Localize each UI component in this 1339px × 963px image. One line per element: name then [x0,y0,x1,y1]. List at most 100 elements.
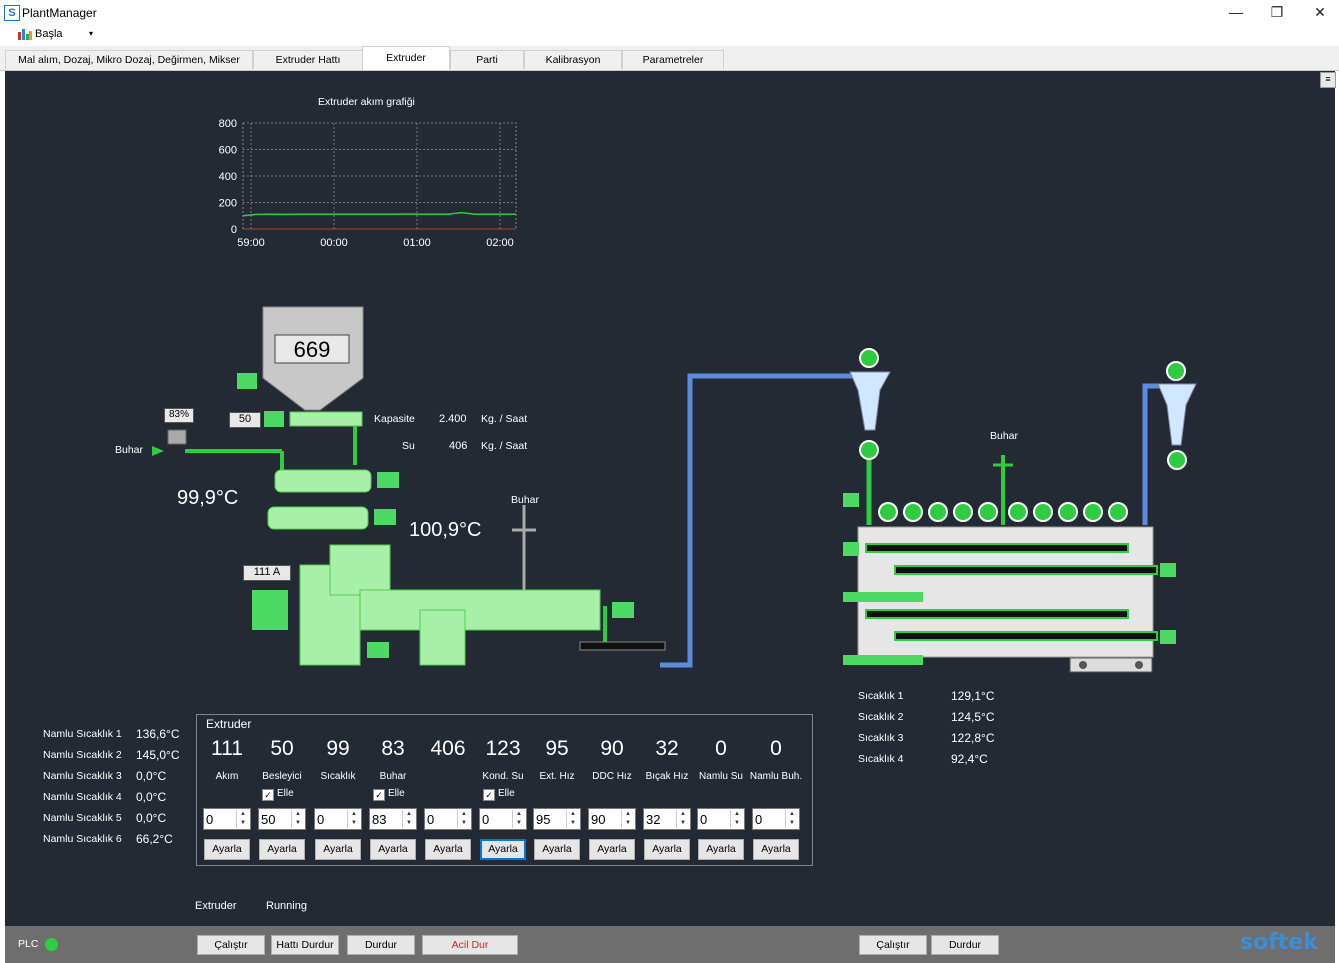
setpoint-stepper[interactable]: 0 ▲▼ [203,808,251,830]
barrel-temp-label: Namlu Sıcaklık 2 [43,749,122,761]
stepper-arrows-icon[interactable]: ▲▼ [512,810,525,828]
setpoint-value: 0 [317,812,325,827]
stop-button[interactable]: Durdur [347,935,415,955]
setpoint-stepper[interactable]: 0▲▼ [424,808,472,830]
tab-calibration[interactable]: Kalibrasyon [524,50,622,69]
barrel-temp-label: Namlu Sıcaklık 3 [43,770,122,782]
dryer-temp-label: Sıcaklık 1 [858,690,904,702]
manual-label: Elle [277,788,294,799]
tab-extruder[interactable]: Extruder [362,46,450,70]
setpoint-stepper[interactable]: 0 ▲▼ [314,808,362,830]
dryer-stop-button[interactable]: Durdur [931,935,999,955]
restore-button[interactable]: ❐ [1270,4,1284,20]
dryer-temp-value: 129,1°C [951,689,995,703]
tab-batch[interactable]: Parti [450,50,524,69]
manual-checkbox[interactable]: ✓ [483,789,495,801]
set-button[interactable]: Ayarla [425,839,471,860]
capacity-unit: Kg. / Saat [481,413,528,425]
stepper-arrows-icon[interactable]: ▲▼ [730,810,743,828]
process-diagram [152,306,1197,673]
manual-label: Elle [388,788,405,799]
close-button[interactable]: ✕ [1314,4,1326,20]
discharge-conveyor-icon [1069,657,1153,673]
setpoint-value: 32 [646,812,661,827]
setpoint-stepper[interactable]: 95 ▲▼ [533,808,581,830]
menu-icon[interactable]: ≡ [1320,72,1336,88]
dryer-temp-label: Sıcaklık 2 [858,711,904,723]
set-button[interactable]: Ayarla [644,839,690,860]
chevron-down-icon[interactable]: ▾ [89,29,94,38]
setpoint-stepper[interactable]: 32 ▲▼ [643,808,691,830]
feeder-icon [289,411,363,427]
stepper-arrows-icon[interactable]: ▲▼ [785,810,798,828]
chart-x-tick-label: 00:00 [320,237,348,249]
hopper-value: 669 [293,337,331,362]
dryer-start-button[interactable]: Çalıştır [859,935,927,955]
manual-checkbox[interactable]: ✓ [373,789,385,801]
stepper-arrows-icon[interactable]: ▲▼ [676,810,689,828]
emergency-stop-button[interactable]: Acil Dur [422,935,518,955]
setpoint-stepper[interactable]: 50▲▼ [258,808,306,830]
dryer-temp-value: 92,4°C [951,752,988,766]
set-button[interactable]: Ayarla [480,839,526,860]
column-label: Buhar [379,771,407,782]
start-button[interactable]: Çalıştır [197,935,265,955]
stepper-arrows-icon[interactable]: ▲▼ [621,810,634,828]
set-button[interactable]: Ayarla [315,839,361,860]
conveyor-icon [579,641,666,651]
setpoint-value: 0 [206,812,214,827]
barrel-temp: 100,9°C [409,519,482,541]
setpoint-stepper[interactable]: 0 ▲▼ [697,808,745,830]
chart-y-tick-label: 0 [231,224,237,236]
barrel-temp-value: 136,6°C [136,727,180,741]
capacity-label: Kapasite [374,413,415,425]
window-title: PlantManager [22,6,97,20]
column-value: 0 [770,737,782,760]
stepper-arrows-icon[interactable]: ▲▼ [291,810,304,828]
stepper-arrows-icon[interactable]: ▲▼ [457,810,470,828]
plc-status-indicator [45,938,58,951]
set-button[interactable]: Ayarla [589,839,635,860]
line-stop-button[interactable]: Hattı Durdur [271,935,339,955]
minimize-button[interactable]: — [1229,4,1243,20]
manual-checkbox[interactable]: ✓ [262,789,274,801]
set-button[interactable]: Ayarla [259,839,305,860]
tab-extruder-line[interactable]: Extruder Hattı [253,50,363,69]
column-label: Bıçak Hız [645,771,689,782]
chart-y-tick-label: 800 [219,118,237,130]
set-button[interactable]: Ayarla [370,839,416,860]
setpoint-stepper[interactable]: 0▲▼ [752,808,800,830]
set-button[interactable]: Ayarla [753,839,799,860]
tab-raw-material[interactable]: Mal alım, Dozaj, Mikro Dozaj, Değirmen, … [5,50,253,69]
stepper-arrows-icon[interactable]: ▲▼ [402,810,415,828]
chart-x-tick-label: 01:00 [403,237,431,249]
barrel-temp-value: 145,0°C [136,748,180,762]
setpoint-value: 0 [700,812,708,827]
valve-actuator-icon [167,429,187,445]
start-menu[interactable]: Başla [35,28,63,40]
stepper-arrows-icon[interactable]: ▲▼ [347,810,360,828]
main-motor-icon [252,590,288,630]
stepper-arrows-icon[interactable]: ▲▼ [566,810,579,828]
conditioner-2-icon [267,506,369,530]
tab-parameters[interactable]: Parametreler [622,50,724,69]
setpoint-stepper[interactable]: 0▲▼ [479,808,527,830]
title-bar [0,0,1339,24]
column-label: Sıcaklık [320,771,356,782]
chart-x-tick-label: 59:00 [237,237,265,249]
set-button[interactable]: Ayarla [698,839,744,860]
stepper-arrows-icon[interactable]: ▲▼ [236,810,249,828]
setpoint-stepper[interactable]: 83▲▼ [369,808,417,830]
status-name: Extruder [195,900,237,912]
water-label: Su [402,440,415,452]
setpoint-stepper[interactable]: 90▲▼ [588,808,636,830]
brand-logo: softek [1240,930,1318,955]
set-button[interactable]: Ayarla [534,839,580,860]
chart-series-line [242,211,517,217]
rotary-valve-2-icon [1167,450,1187,470]
barrel-temp-label: Namlu Sıcaklık 5 [43,812,122,824]
setpoint-value: 95 [536,812,551,827]
cyclone-2-icon [1157,383,1197,446]
water-unit: Kg. / Saat [481,440,528,452]
set-button[interactable]: Ayarla [204,839,250,860]
